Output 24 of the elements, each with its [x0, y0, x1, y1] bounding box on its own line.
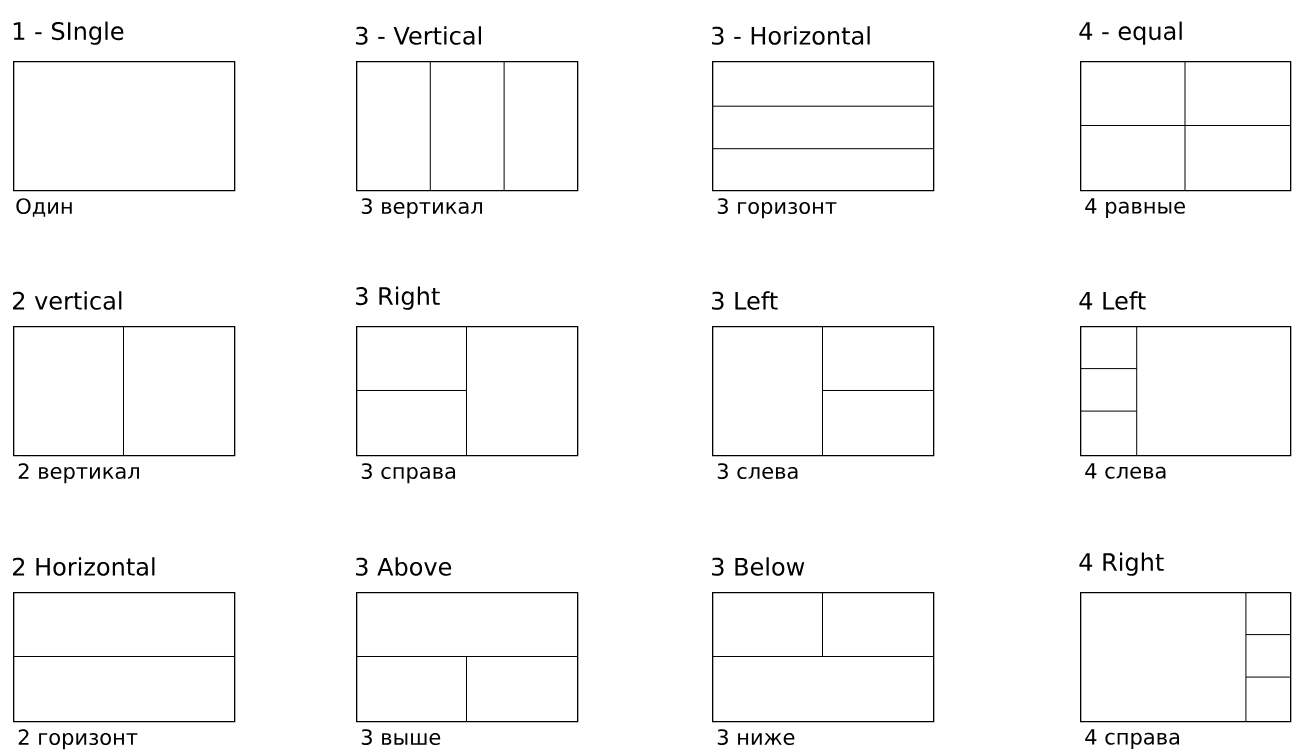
- panel-heading: 3 Above: [356, 557, 452, 576]
- panel-heading: 4 Right: [1079, 552, 1164, 576]
- panel-heading: 4 Left: [1079, 291, 1146, 310]
- panel-heading: 2 Horizontal: [12, 557, 155, 576]
- panel-heading: 3 Below: [712, 557, 805, 576]
- panel-heading: 1 - SIngle: [13, 21, 124, 45]
- panel-caption: 2 вертикал: [18, 463, 139, 484]
- panel-caption: 3 ниже: [717, 729, 795, 746]
- panel-caption: 3 выше: [361, 729, 441, 746]
- panel-heading: 3 - Horizontal: [712, 26, 870, 45]
- panel-heading: 2 vertical: [12, 291, 122, 310]
- panel-heading: 3 Left: [712, 291, 778, 310]
- panel-caption: 4 слева: [1085, 463, 1166, 479]
- panel-caption: 3 слева: [717, 463, 798, 480]
- panel-caption: 3 горизонт: [717, 198, 837, 219]
- panel-heading: 4 - equal: [1079, 21, 1182, 45]
- panel-caption: 3 вертикал: [361, 198, 482, 219]
- panel-heading: 3 - Vertical: [356, 26, 481, 45]
- panel-caption: Один: [16, 198, 72, 217]
- panel-heading: 3 Right: [356, 286, 440, 310]
- panel-caption: 4 равные: [1085, 198, 1185, 218]
- panel-caption: 4 справа: [1085, 729, 1180, 749]
- panel-caption: 2 горизонт: [18, 729, 138, 750]
- panel-caption: 3 справа: [361, 463, 456, 484]
